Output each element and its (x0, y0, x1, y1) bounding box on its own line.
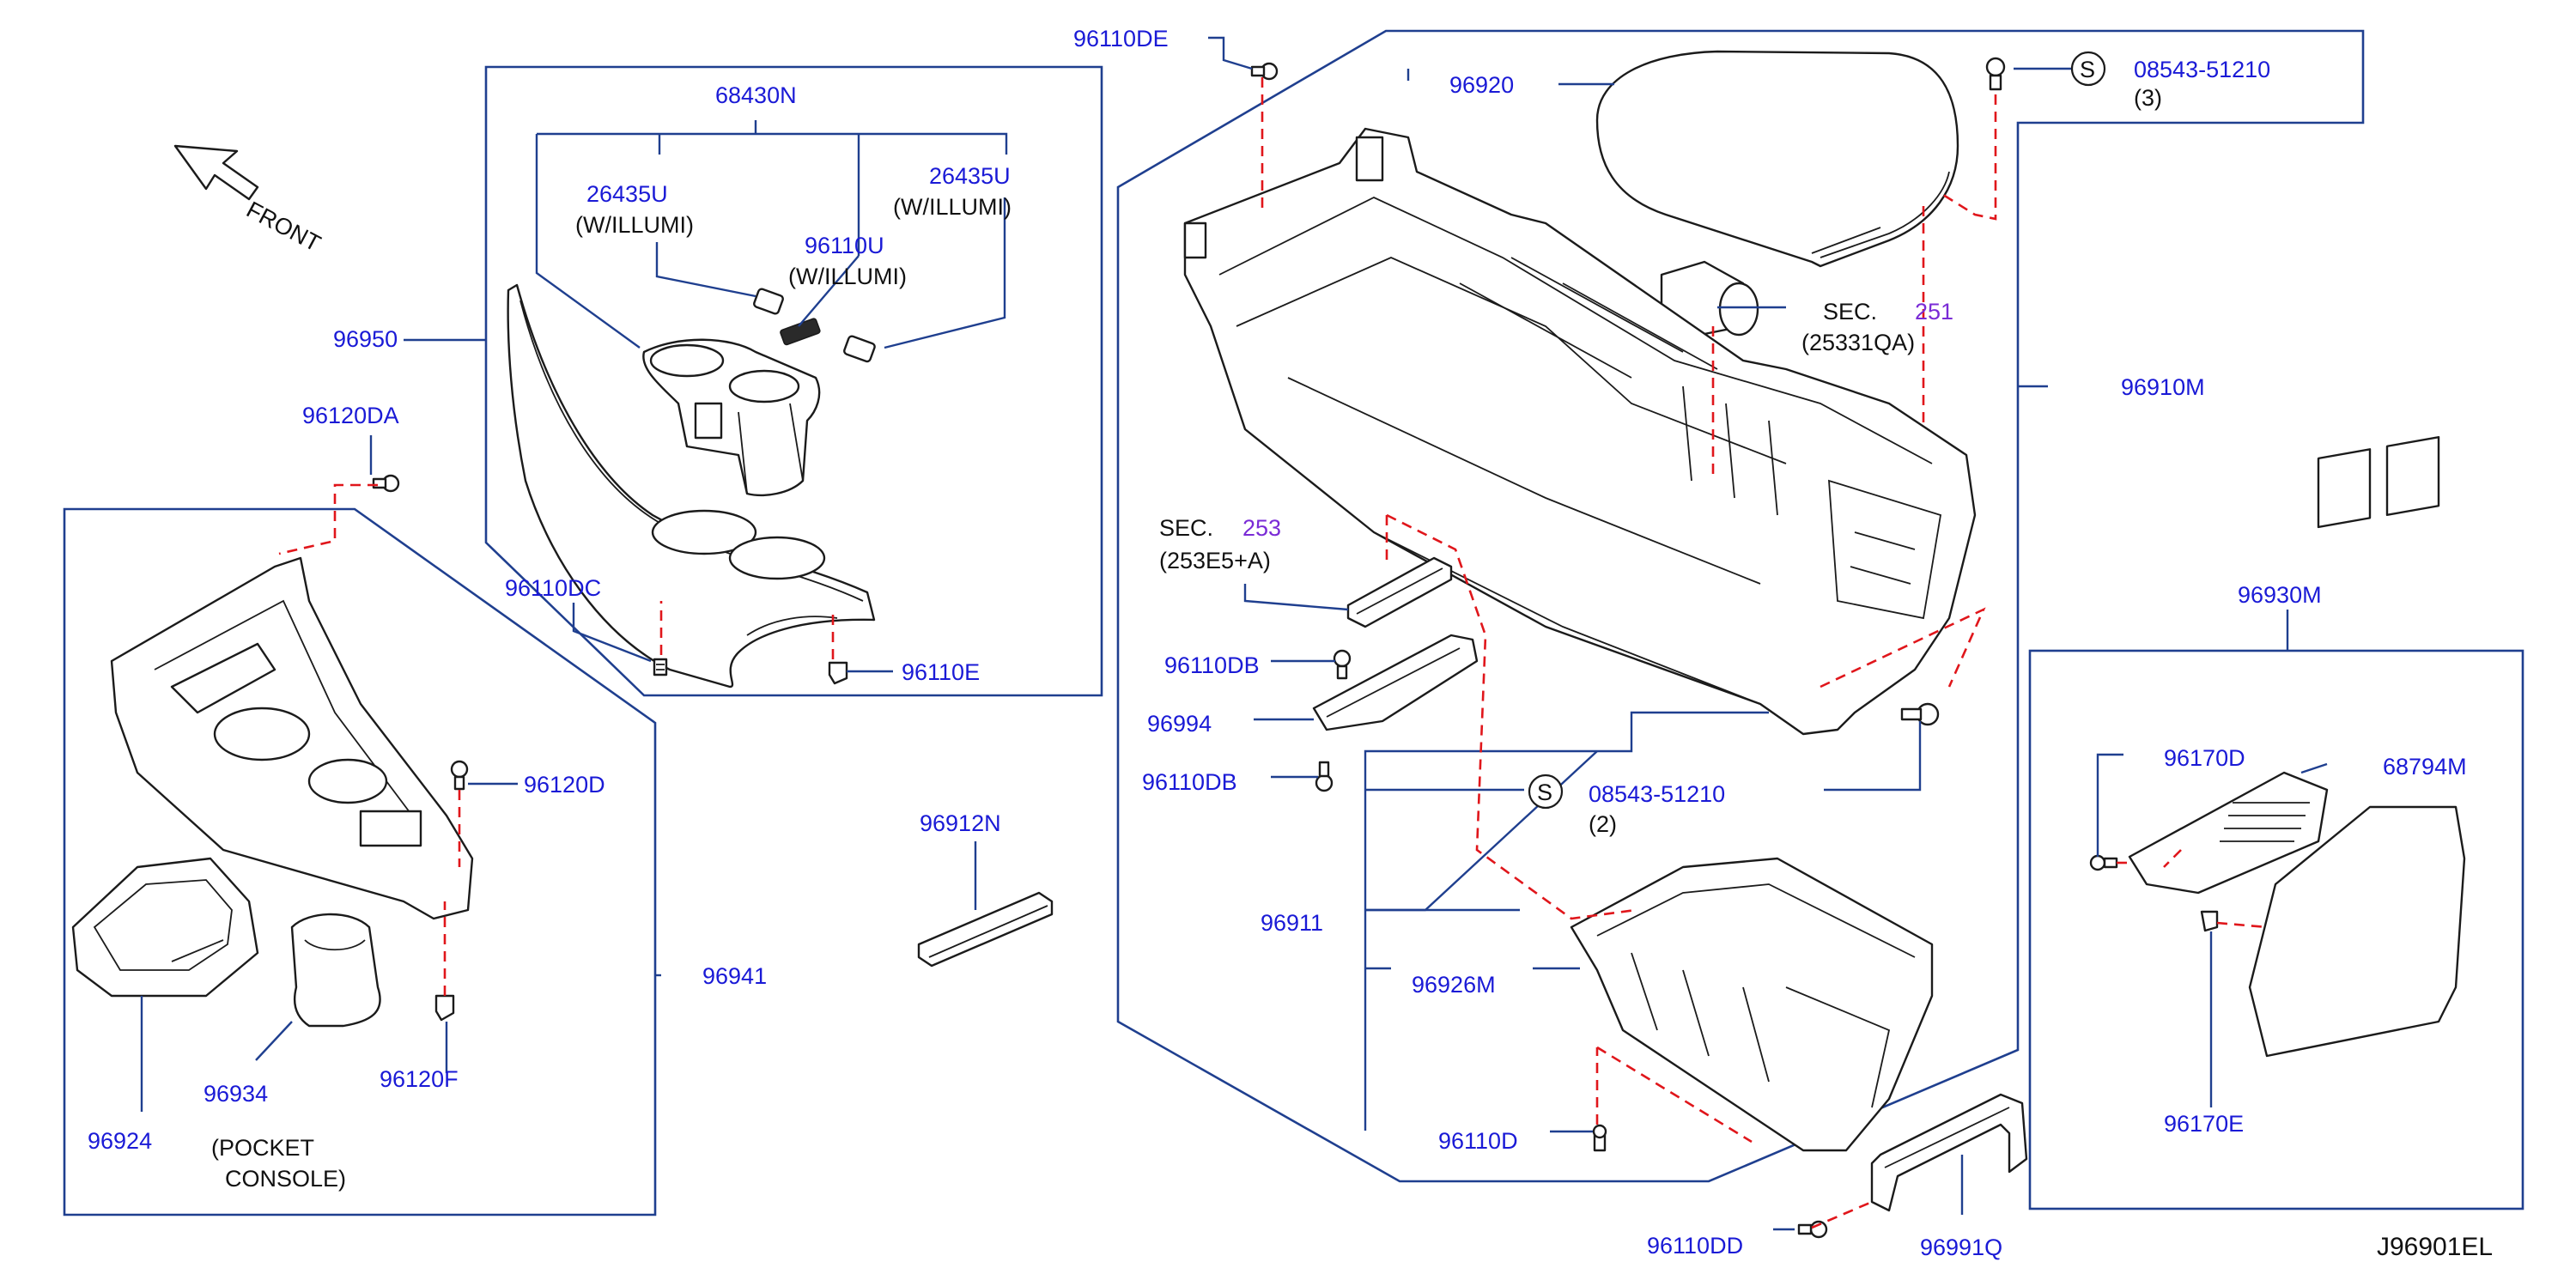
lid-96920-drawing (1595, 50, 1959, 268)
bracket-96994-drawing (1312, 634, 1479, 731)
boot-96934-drawing (290, 913, 381, 1028)
bracket-96912N-drawing (917, 891, 1054, 968)
callout-68794M: 68794M (2383, 754, 2467, 780)
screw-96110DB-lower-drawing (1315, 761, 1334, 792)
bracket-96926M-drawing (1570, 857, 1934, 1152)
sec253-number: 253 (1242, 515, 1281, 541)
group-box-shifter-finisher (63, 507, 657, 1216)
screw-96170D-drawing (2089, 854, 2118, 871)
pocket-console-note-line1: (POCKET (211, 1135, 314, 1161)
assembly-guides (278, 77, 2268, 1229)
s-symbol-side: S (1528, 774, 1564, 810)
callout-96120F: 96120F (380, 1066, 459, 1092)
callout-96930M: 96930M (2238, 582, 2322, 608)
group-box-cupholder (484, 65, 1103, 697)
callout-96991Q: 96991Q (1920, 1235, 2002, 1260)
screw-96110DB-upper-drawing (1333, 649, 1352, 680)
group-box-rear-vent (2028, 649, 2524, 1210)
callout-08543-51210-top: 08543-51210 (2134, 57, 2270, 82)
socket-96110U-drawing (780, 318, 821, 346)
cupholder-68430N-drawing (642, 338, 821, 497)
front-arrow: FRONT (173, 144, 325, 257)
callout-96110DE: 96110DE (1073, 26, 1169, 52)
bracket-253E5-drawing (1346, 556, 1453, 628)
callout-96910M: 96910M (2121, 374, 2205, 400)
screw-96110DE-drawing (1250, 62, 1279, 81)
clip-96110E-drawing (828, 661, 848, 685)
callout-96110U: 96110U (805, 233, 884, 258)
callout-96912N: 96912N (920, 810, 1001, 836)
sec251-number: 251 (1915, 299, 1953, 325)
callout-26435U-left-note: (W/ILLUMI) (575, 212, 694, 238)
callout-96110DB-upper: 96110DB (1164, 652, 1260, 678)
callout-96941: 96941 (702, 963, 767, 989)
callout-96120D: 96120D (524, 772, 605, 798)
screw-96120DA-drawing (372, 474, 400, 493)
screw-96110DC-drawing (653, 658, 668, 676)
callout-96994: 96994 (1147, 711, 1212, 737)
callout-08543-51210-side-qty: (2) (1589, 811, 1617, 837)
callout-96950: 96950 (333, 326, 398, 352)
callout-96911: 96911 (1261, 910, 1323, 936)
vent-68794M-drawing (2128, 771, 2329, 895)
callout-08543-51210-side: 08543-51210 (1589, 781, 1725, 807)
screw-96110DD-drawing (1797, 1220, 1828, 1239)
callout-96934: 96934 (204, 1081, 268, 1107)
finisher-96941-drawing (110, 556, 474, 920)
s-symbol-side-letter: S (1537, 780, 1552, 805)
sec251-label: SEC. (1823, 299, 1877, 325)
callout-08543-51210-top-qty: (3) (2134, 85, 2162, 111)
callout-96170D: 96170D (2164, 745, 2245, 771)
callout-96110DC: 96110DC (505, 575, 601, 601)
callout-26435U-right: 26435U (929, 163, 1011, 189)
clip-96120F-drawing (434, 994, 455, 1022)
sec253-label: SEC. (1159, 515, 1213, 541)
sec253-ref: (253E5+A) (1159, 548, 1271, 573)
callout-96110U-note: (W/ILLUMI) (788, 264, 907, 289)
callout-96110E: 96110E (902, 659, 980, 685)
callout-26435U-left: 26435U (586, 181, 668, 207)
callout-68430N: 68430N (715, 82, 797, 108)
callout-96110DD: 96110DD (1647, 1233, 1743, 1259)
callout-96120DA: 96120DA (302, 403, 399, 428)
screw-08543-51210-side-drawing (1900, 702, 1940, 726)
front-label: FRONT (242, 197, 325, 257)
callout-96170E: 96170E (2164, 1111, 2244, 1137)
sec251-ref: (25331QA) (1801, 330, 1915, 355)
finisher-96930M-drawing (2248, 436, 2466, 1058)
pocket-console-96924-drawing (71, 857, 259, 998)
s-symbol-top: S (2070, 51, 2106, 87)
callout-96926M: 96926M (1412, 972, 1496, 998)
diagram-id: J96901EL (2377, 1233, 2493, 1261)
bulb-26435U-drawing (753, 288, 876, 363)
callout-96920: 96920 (1449, 72, 1514, 98)
finisher-96950-drawing (507, 283, 876, 689)
screw-96120D-drawing (450, 760, 469, 791)
callout-96924: 96924 (88, 1128, 152, 1154)
group-box-console-main (1116, 29, 2365, 1183)
callout-26435U-right-note: (W/ILLUMI) (893, 194, 1012, 220)
callout-96110D: 96110D (1438, 1128, 1518, 1154)
callout-96110DB-lower: 96110DB (1142, 769, 1237, 795)
screw-96110D-drawing (1592, 1124, 1607, 1152)
bracket-96991Q-drawing (1870, 1093, 2028, 1212)
clip-96170E-drawing (2200, 910, 2219, 932)
pocket-console-note-line2: CONSOLE) (225, 1166, 346, 1192)
s-symbol-top-letter: S (2080, 57, 2095, 82)
screw-08543-51210-top-drawing (1985, 57, 2006, 91)
